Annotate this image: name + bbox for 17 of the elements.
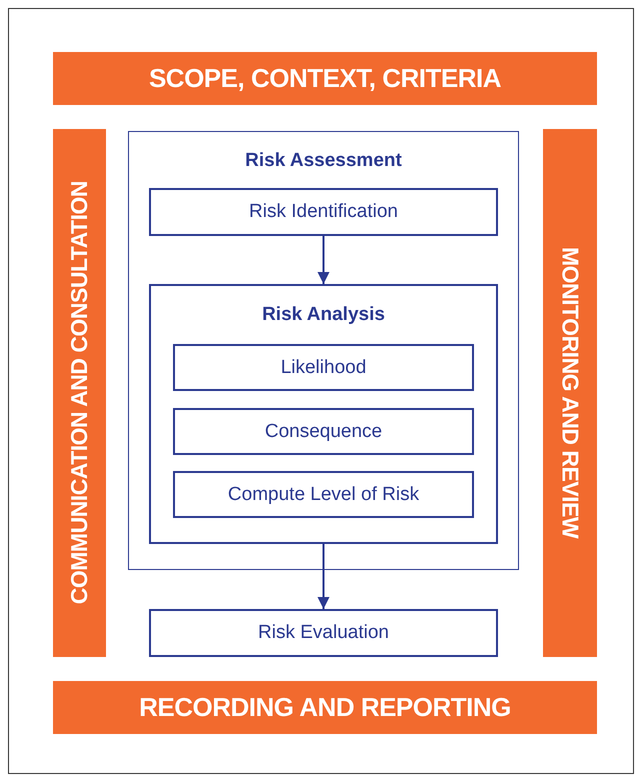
- arrow: [318, 236, 330, 284]
- banner-text: COMMUNICATION AND CONSULTATION: [66, 181, 93, 605]
- group-frame: [149, 284, 498, 544]
- group-heading: Risk Assessment: [245, 150, 402, 172]
- banner-text: MONITORING AND REVIEW: [556, 247, 584, 539]
- process-box: Consequence: [173, 408, 474, 455]
- group-heading: Risk Analysis: [262, 304, 385, 326]
- arrow: [318, 544, 330, 609]
- process-box: Likelihood: [173, 344, 474, 391]
- process-box: Risk Evaluation: [149, 609, 498, 657]
- process-box: Risk Identification: [149, 188, 498, 236]
- group-frame: [128, 131, 519, 570]
- process-box: Compute Level of Risk: [173, 471, 474, 518]
- banner: SCOPE, CONTEXT, CRITERIA: [53, 52, 597, 105]
- side-banner: [53, 129, 106, 657]
- banner: RECORDING AND REPORTING: [53, 681, 597, 734]
- side-banner: [543, 129, 597, 657]
